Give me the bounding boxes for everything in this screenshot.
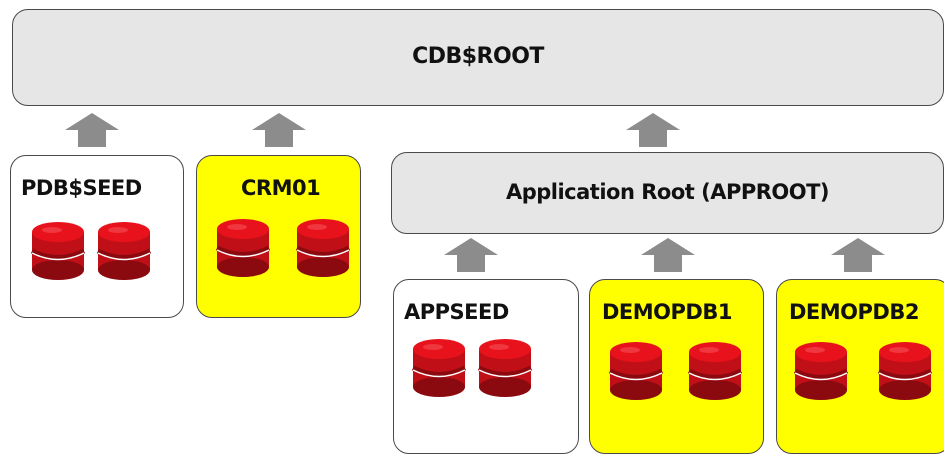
database-cylinder-icon bbox=[411, 337, 467, 399]
demopdb2-label: DEMOPDB2 bbox=[789, 300, 919, 324]
cdb-root-container: CDB$ROOT bbox=[12, 9, 944, 106]
database-cylinder-icon bbox=[215, 217, 271, 279]
arrow-up-icon bbox=[444, 238, 498, 272]
pdb-seed-label: PDB$SEED bbox=[21, 176, 142, 200]
arrow-up-icon bbox=[641, 238, 695, 272]
database-cylinder-icon bbox=[295, 217, 351, 279]
database-cylinder-icon bbox=[477, 337, 533, 399]
appseed-label: APPSEED bbox=[404, 300, 509, 324]
arrow-up-icon bbox=[252, 113, 306, 147]
demopdb1-label: DEMOPDB1 bbox=[602, 300, 732, 324]
database-cylinder-icon bbox=[793, 340, 849, 402]
arrow-up-icon bbox=[65, 113, 119, 147]
demopdb1-container: DEMOPDB1 bbox=[589, 279, 764, 454]
database-cylinder-icon bbox=[608, 340, 664, 402]
crm01-label: CRM01 bbox=[241, 176, 321, 200]
database-cylinder-icon bbox=[30, 220, 86, 282]
cdb-root-label: CDB$ROOT bbox=[412, 44, 544, 69]
pdb-seed-container: PDB$SEED bbox=[10, 155, 184, 318]
crm01-container: CRM01 bbox=[196, 155, 361, 318]
arrow-up-icon bbox=[831, 238, 885, 272]
demopdb2-container: DEMOPDB2 bbox=[776, 279, 944, 454]
database-cylinder-icon bbox=[687, 340, 743, 402]
database-cylinder-icon bbox=[877, 340, 933, 402]
arrow-up-icon bbox=[626, 113, 680, 147]
app-root-label: Application Root (APPROOT) bbox=[505, 180, 830, 204]
appseed-container: APPSEED bbox=[393, 279, 579, 454]
app-root-container: Application Root (APPROOT) bbox=[391, 152, 944, 234]
database-cylinder-icon bbox=[96, 220, 152, 282]
